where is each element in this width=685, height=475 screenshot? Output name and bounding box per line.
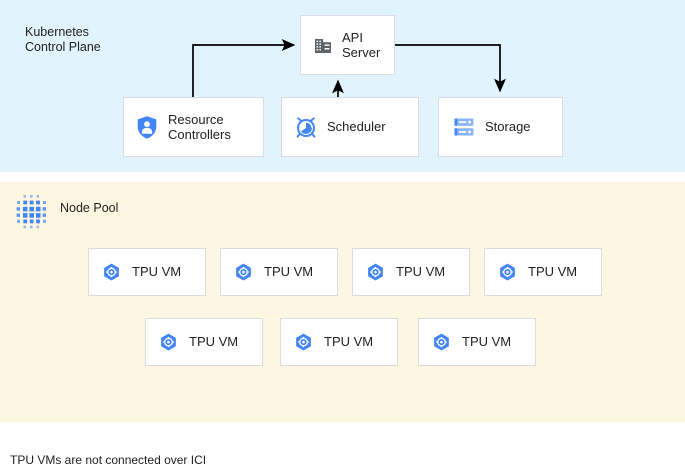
tpu-hexagon-gear-icon <box>101 262 122 283</box>
tpu-vm-label: TPU VM <box>264 264 314 280</box>
tpu-vm-label: TPU VM <box>462 334 512 350</box>
domain-building-icon <box>313 35 333 55</box>
api-server-label: API Server <box>342 29 381 61</box>
alarm-clock-icon <box>294 115 318 139</box>
node-pool-dots-icon <box>11 193 51 231</box>
storage-label: Storage <box>485 119 531 135</box>
storage-rack-icon <box>453 116 475 138</box>
tpu-hexagon-gear-icon <box>293 332 314 353</box>
tpu-vm-node[interactable]: TPU VM <box>220 248 338 296</box>
resource-controllers-node[interactable]: Resource Controllers <box>123 97 264 157</box>
resource-controllers-label: Resource Controllers <box>168 111 231 143</box>
tpu-hexagon-gear-icon <box>233 262 254 283</box>
api-server-node[interactable]: API Server <box>300 15 395 75</box>
scheduler-node[interactable]: Scheduler <box>281 97 419 157</box>
storage-node[interactable]: Storage <box>438 97 563 157</box>
tpu-hexagon-gear-icon <box>365 262 386 283</box>
node-pool-section-label: Node Pool <box>60 201 119 215</box>
tpu-vm-label: TPU VM <box>528 264 578 280</box>
shield-user-icon <box>136 115 158 139</box>
tpu-vm-node[interactable]: TPU VM <box>88 248 206 296</box>
tpu-hexagon-gear-icon <box>497 262 518 283</box>
tpu-hexagon-gear-icon <box>431 332 452 353</box>
tpu-hexagon-gear-icon <box>158 332 179 353</box>
tpu-vm-label: TPU VM <box>396 264 446 280</box>
tpu-vm-node[interactable]: TPU VM <box>352 248 470 296</box>
tpu-vm-label: TPU VM <box>324 334 374 350</box>
tpu-vm-node[interactable]: TPU VM <box>418 318 536 366</box>
tpu-vm-label: TPU VM <box>189 334 239 350</box>
scheduler-label: Scheduler <box>327 119 386 135</box>
control-plane-section-label: Kubernetes Control Plane <box>25 25 101 54</box>
tpu-vm-node[interactable]: TPU VM <box>280 318 398 366</box>
tpu-vm-label: TPU VM <box>132 264 182 280</box>
node-pool-section-background <box>0 182 685 422</box>
diagram-footnote: TPU VMs are not connected over ICI <box>10 453 207 467</box>
tpu-vm-node[interactable]: TPU VM <box>145 318 263 366</box>
tpu-vm-node[interactable]: TPU VM <box>484 248 602 296</box>
